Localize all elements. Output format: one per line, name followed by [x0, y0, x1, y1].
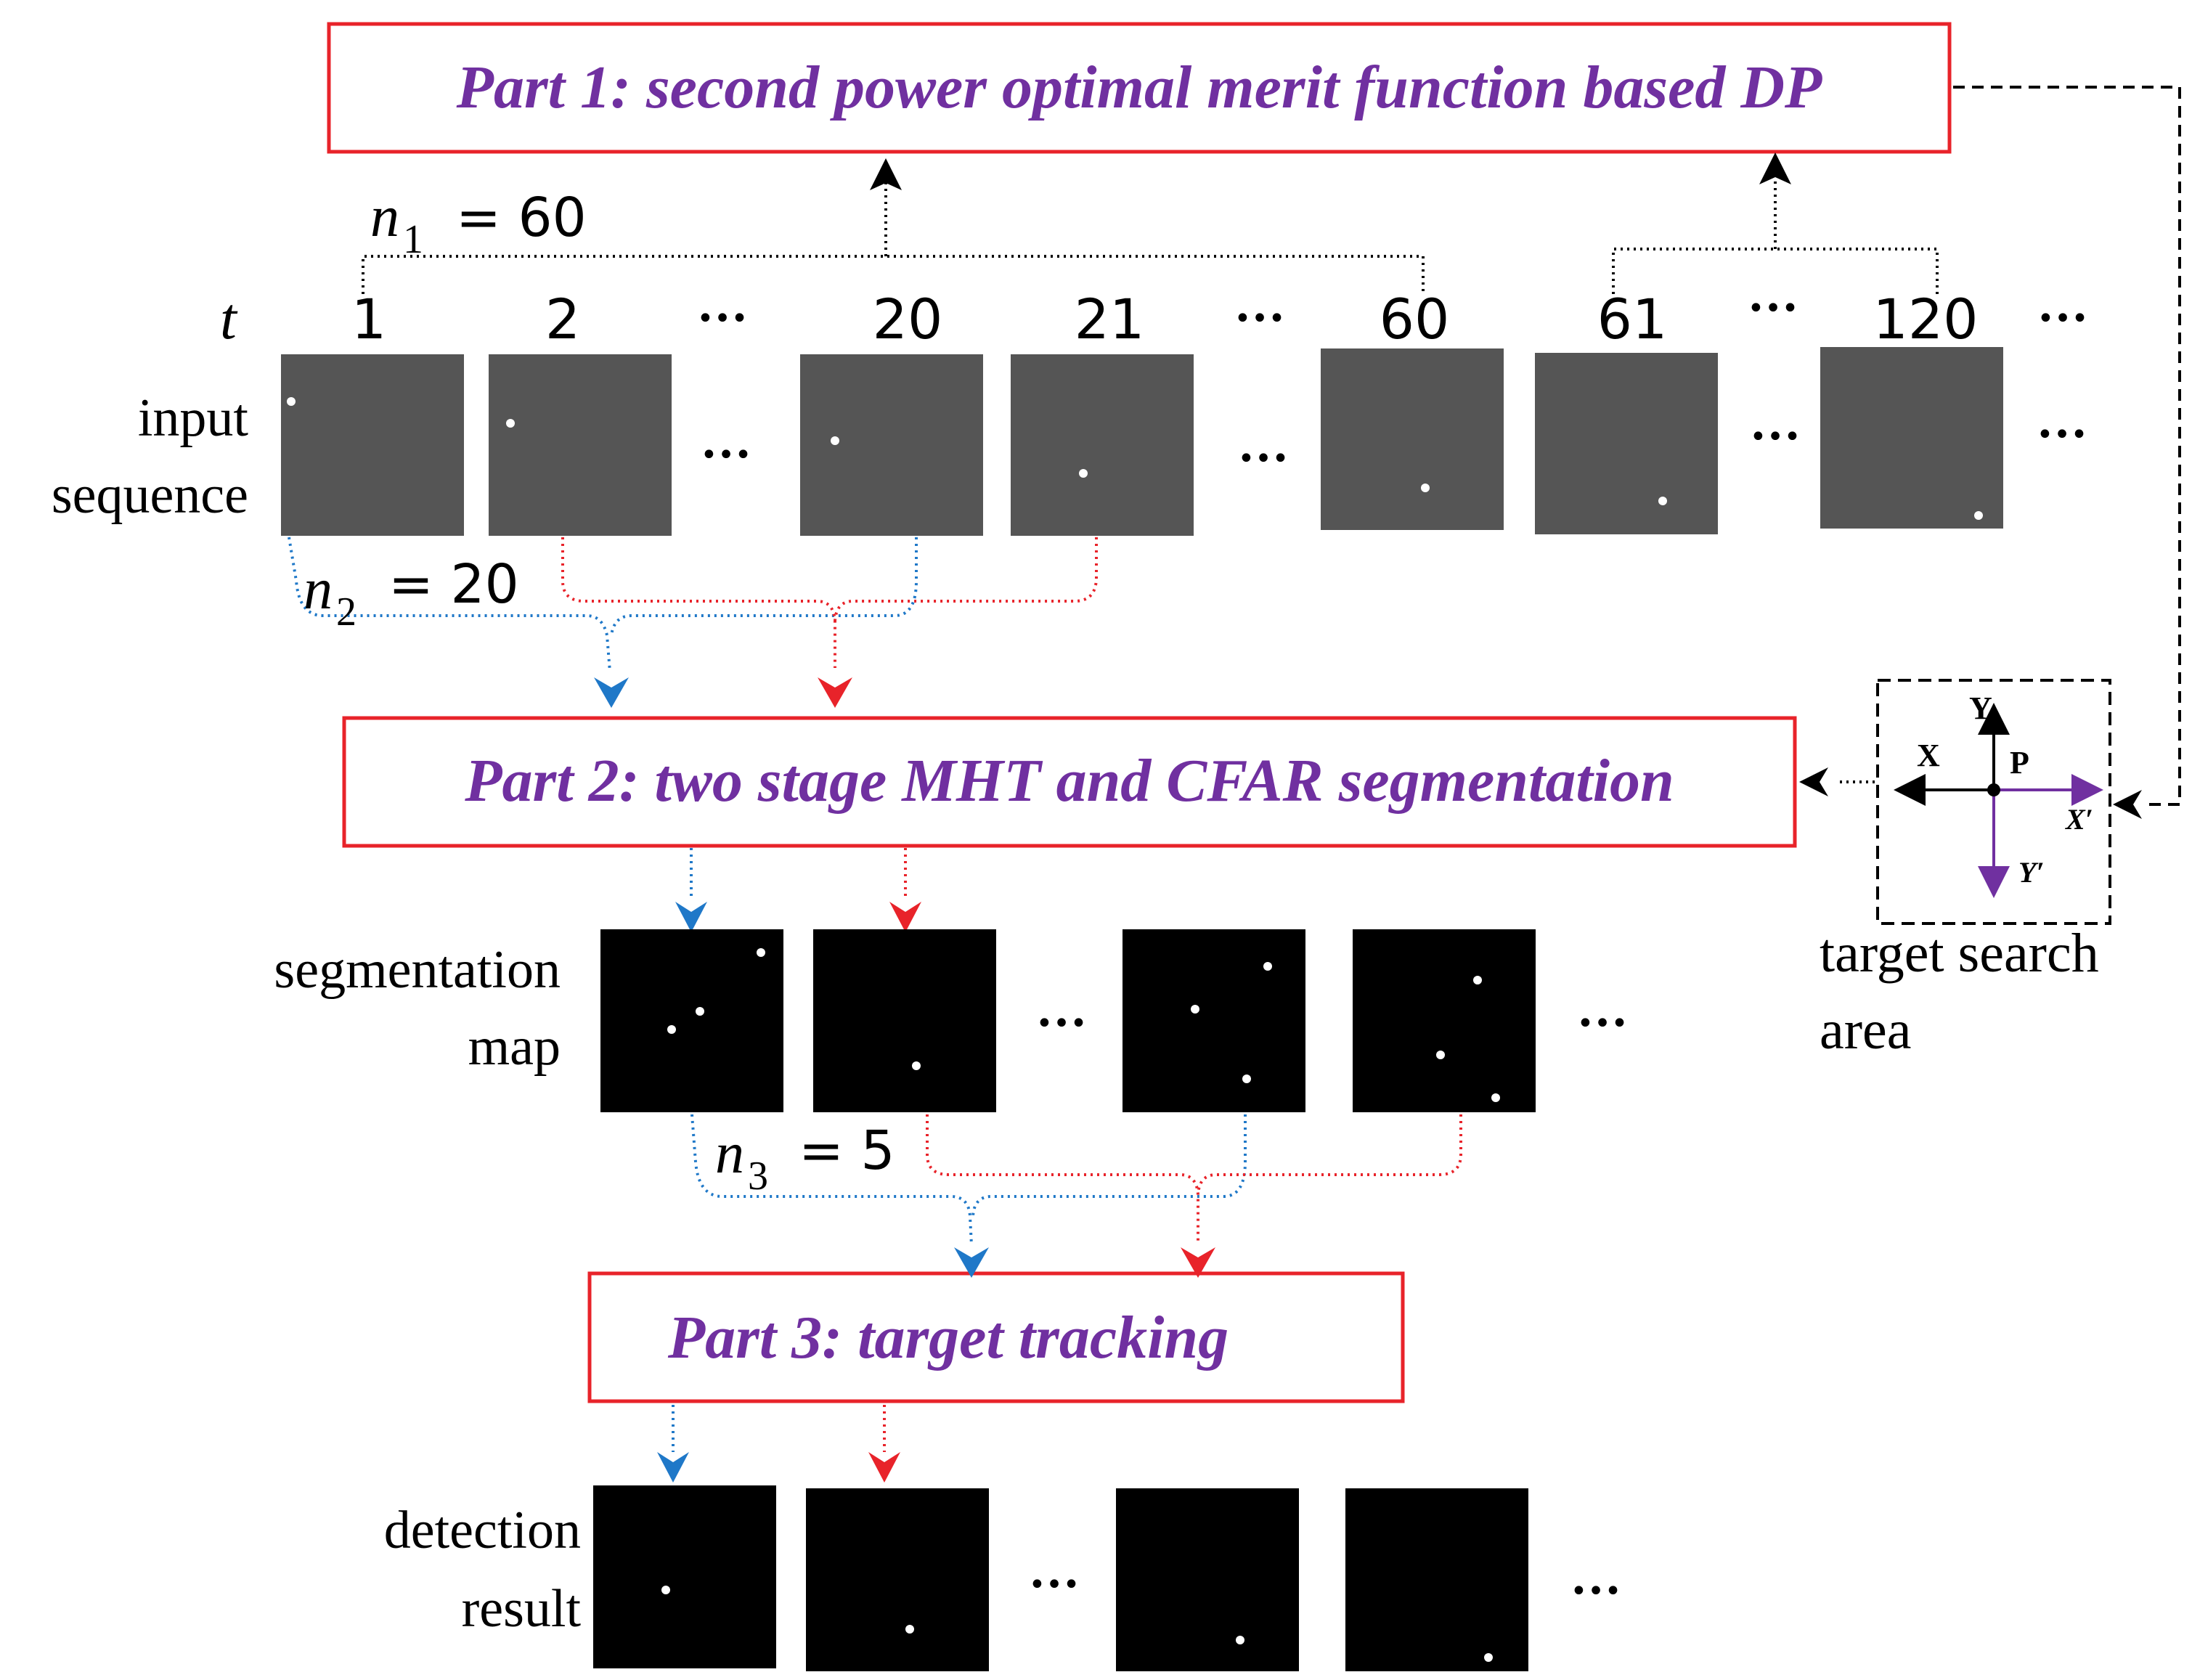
seg-blue-arrow-down-icon — [675, 902, 707, 932]
row-label-seg: segmentation — [274, 940, 561, 1000]
svg-text:3: 3 — [748, 1154, 768, 1199]
det-red-arrow-down-icon — [868, 1452, 900, 1483]
part2-box: Part 2: two stage MHT and CFAR segmentat… — [342, 716, 1797, 848]
ellipsis: ••• — [1029, 1568, 1080, 1602]
svg-text:= 20: = 20 — [388, 553, 519, 616]
tick: 2 — [545, 287, 580, 351]
detection-frames: ••• ••• — [593, 1485, 1621, 1671]
ellipsis: ••• — [701, 439, 752, 472]
part3-title: Part 3: target tracking — [667, 1304, 1229, 1371]
svg-text:= 60: = 60 — [456, 187, 587, 249]
n1-arrow-up-icon — [870, 158, 902, 190]
segmentation-frames: ••• ••• — [600, 929, 1628, 1112]
ellipsis: ••• — [1570, 1575, 1622, 1608]
input-frame — [1535, 353, 1718, 534]
svg-text:Y: Y — [1969, 690, 1992, 726]
tick-ellipsis: ••• — [1748, 292, 1799, 325]
svg-text:n: n — [370, 185, 399, 249]
n1-bracket — [362, 167, 1939, 294]
row-label-seg: map — [468, 1017, 561, 1077]
y-axis-arrow-icon — [1978, 703, 2010, 735]
row-label-input: sequence — [52, 465, 248, 525]
feedback-path — [1953, 86, 2181, 806]
ellipsis: ••• — [1750, 420, 1801, 454]
n2-red-bracket — [561, 537, 1098, 668]
time-ticks: 1 2 ••• 20 21 ••• 60 61 ••• 120 ••• — [351, 287, 2089, 351]
target-search-area: Y X P X′ Y′ target search area — [1820, 679, 2111, 1061]
search-to-part2-arrow-icon — [1799, 767, 1828, 796]
det-frame — [806, 1488, 989, 1671]
part2-title: Part 2: two stage MHT and CFAR segmentat… — [464, 747, 1674, 815]
svg-text:2: 2 — [336, 590, 356, 635]
part3-out-paths — [672, 1405, 886, 1452]
feedback-arrow-icon — [2113, 790, 2142, 819]
tick: 60 — [1380, 287, 1450, 351]
x-prime-arrow-icon — [2071, 774, 2103, 806]
search-area-label: area — [1820, 1000, 1912, 1061]
n2-red-arrow-down-icon — [818, 677, 852, 708]
part1-box: Part 1: second power optimal merit funct… — [327, 22, 1952, 154]
ellipsis: ••• — [2037, 418, 2088, 452]
svg-text:P: P — [2010, 745, 2029, 780]
part2-out-paths — [690, 848, 907, 900]
n3-red-arrow-down-icon — [1181, 1247, 1215, 1278]
seg-frame — [813, 929, 996, 1112]
part1-title: Part 1: second power optimal merit funct… — [456, 54, 1822, 121]
svg-text:X′: X′ — [2064, 803, 2093, 836]
row-label-det: result — [462, 1579, 582, 1639]
search-area-label: target search — [1820, 923, 2099, 984]
input-frames: ••• ••• ••• ••• — [281, 347, 2087, 536]
seg-red-arrow-down-icon — [889, 902, 921, 932]
n1-arrow-up-icon-2 — [1759, 152, 1791, 184]
input-frame — [1820, 347, 2003, 529]
n3-blue-bracket — [690, 1114, 1247, 1246]
row-label-input: input — [138, 388, 249, 448]
det-blue-arrow-down-icon — [657, 1452, 689, 1483]
n3-red-bracket — [926, 1114, 1462, 1241]
input-frame — [800, 354, 983, 536]
ellipsis: ••• — [1577, 1007, 1629, 1040]
y-prime-arrow-icon — [1978, 866, 2010, 898]
n2-blue-bracket — [288, 537, 918, 672]
input-frame — [1321, 348, 1504, 530]
x-axis-arrow-icon — [1894, 774, 1926, 806]
tick: 21 — [1075, 287, 1145, 351]
tick-ellipsis: ••• — [2037, 302, 2089, 335]
seg-frame — [600, 929, 783, 1112]
ellipsis: ••• — [1238, 442, 1289, 476]
seg-frame — [1353, 929, 1536, 1112]
part3-box: Part 3: target tracking — [587, 1271, 1405, 1403]
tick-ellipsis: ••• — [1234, 302, 1286, 335]
svg-text:n: n — [303, 558, 333, 621]
input-frame — [281, 354, 464, 536]
svg-text:= 5: = 5 — [799, 1120, 895, 1182]
point-p — [1987, 783, 2000, 796]
ellipsis: ••• — [1036, 1007, 1088, 1040]
n3-label: n 3 = 5 — [715, 1120, 895, 1199]
row-label-det: detection — [384, 1501, 581, 1560]
det-frame — [1116, 1488, 1299, 1671]
svg-text:n: n — [715, 1122, 744, 1186]
svg-text:Y′: Y′ — [2018, 856, 2045, 889]
input-frame — [1011, 354, 1194, 536]
tick-ellipsis: ••• — [697, 302, 749, 335]
n2-blue-arrow-down-icon — [594, 677, 629, 708]
n1-label: n 1 = 60 — [370, 185, 587, 262]
n2-label: n 2 = 20 — [303, 553, 519, 635]
search-area-box — [1876, 679, 2111, 925]
tick: 1 — [351, 287, 386, 351]
seg-frame — [1123, 929, 1305, 1112]
tick: 61 — [1597, 287, 1668, 351]
det-frame — [593, 1485, 776, 1668]
svg-text:X: X — [1917, 738, 1940, 773]
input-frame — [489, 354, 672, 536]
tick: 20 — [873, 287, 943, 351]
time-symbol: t — [220, 285, 238, 351]
svg-text:1: 1 — [403, 217, 423, 262]
n3-blue-arrow-down-icon — [954, 1247, 989, 1278]
tick: 120 — [1873, 287, 1978, 351]
det-frame — [1345, 1488, 1528, 1671]
